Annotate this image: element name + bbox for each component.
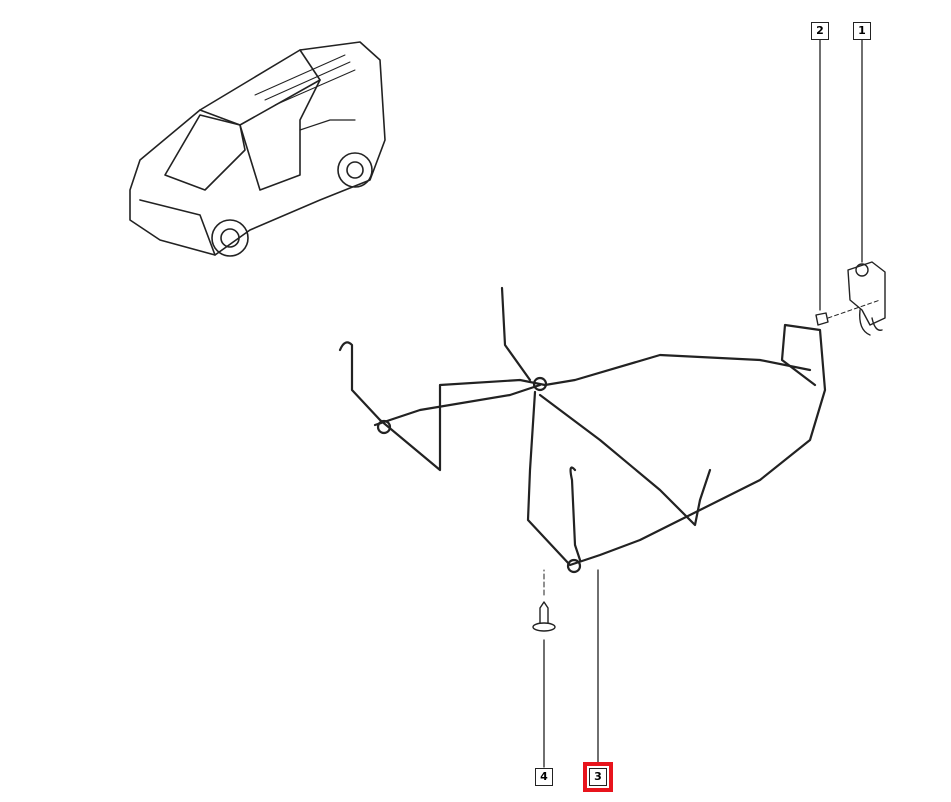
callout-1[interactable]: 1: [853, 22, 871, 40]
leader-lines: [543, 37, 863, 768]
fastener-pin-part: [532, 569, 556, 632]
vehicle-illustration: [129, 41, 386, 257]
bracket-clip-part: [847, 261, 886, 336]
wiring-harness: [338, 286, 827, 574]
callout-3-selected[interactable]: 3: [583, 762, 613, 792]
screw-part: [815, 299, 881, 326]
callout-4[interactable]: 4: [535, 768, 553, 786]
callout-2[interactable]: 2: [811, 22, 829, 40]
